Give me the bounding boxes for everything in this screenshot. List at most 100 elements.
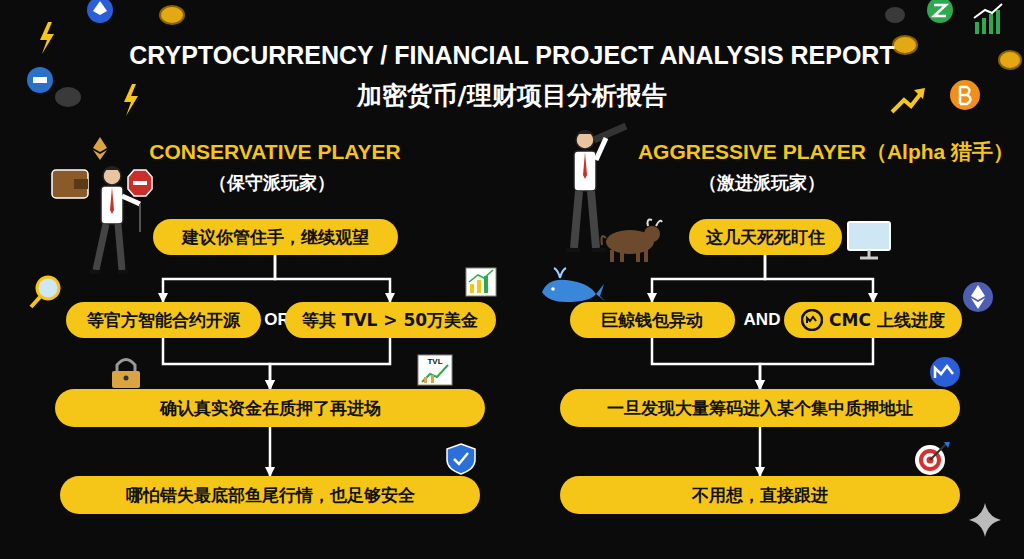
coin-dash — [27, 67, 53, 93]
coin-part — [999, 51, 1021, 69]
coin-btc-part — [960, 86, 971, 104]
target-icon — [915, 442, 950, 475]
trend-arrow-part — [892, 92, 922, 112]
man-with-telescope-part — [574, 191, 596, 248]
process-pill: 不用想，直接跟进 — [560, 476, 960, 514]
coin-eth-part — [93, 1, 107, 15]
node-text: CMC 上线进度 — [829, 309, 945, 332]
magnifier-icon-part — [31, 297, 40, 307]
man-with-telescope-part — [594, 126, 626, 140]
bull-part — [648, 220, 663, 226]
process-pill: 哪怕错失最底部鱼尾行情，也足够安全 — [60, 476, 480, 514]
flow-arrow — [652, 255, 765, 302]
whale-icon — [542, 268, 606, 302]
tvl-chart-icon-part — [422, 365, 448, 382]
sparkle-part — [969, 503, 1001, 537]
man-with-stop-sign-part — [110, 187, 114, 214]
man-with-telescope-part — [583, 152, 587, 179]
man-with-telescope — [566, 126, 626, 250]
tvl-chart-icon-part — [424, 377, 427, 383]
node-text: 巨鲸钱包异动 — [601, 309, 703, 332]
flow-arrow — [759, 427, 762, 476]
coin-eth-part — [87, 0, 113, 23]
column-heading: AGGRESSIVE PLAYER（Alpha 猎手） — [638, 138, 1014, 166]
coin-z — [927, 0, 953, 23]
coin-dash-part — [27, 67, 53, 93]
man-with-stop-sign-part — [122, 196, 140, 204]
man-with-stop-sign-part — [133, 181, 147, 185]
icon-label: TVL — [427, 357, 442, 366]
monitor-icon-part — [848, 222, 890, 250]
wallet-icon-part — [52, 170, 88, 198]
man-with-telescope-part — [576, 131, 594, 149]
chart-up-part — [982, 18, 986, 34]
node-text: 一旦发现大量筹码进入某个集中质押地址 — [607, 397, 913, 420]
tvl-chart-icon — [418, 355, 452, 385]
node-text: 不用想，直接跟进 — [692, 484, 828, 507]
cmc-logo — [801, 309, 823, 331]
coin — [160, 6, 184, 24]
flow-arrow — [765, 255, 873, 302]
coin-dash-part — [33, 77, 47, 83]
coin-part — [160, 6, 184, 24]
target-icon-part — [944, 442, 950, 448]
chart-up-part — [996, 10, 1000, 34]
lightning — [40, 22, 54, 54]
magnifier-icon — [31, 277, 59, 307]
column-subheading: （保守派玩家） — [209, 171, 335, 195]
node-text: 这几天死死盯住 — [706, 226, 825, 249]
process-pill: 这几天死死盯住 — [689, 219, 842, 255]
process-pill: 等官方智能合约开源 — [66, 302, 261, 338]
coin-btc — [950, 80, 980, 110]
chart-up-part — [989, 14, 993, 34]
lightning — [124, 84, 138, 116]
cmc-icon-part — [935, 366, 953, 378]
flow-arrow — [270, 338, 390, 389]
coin — [999, 51, 1021, 69]
man-with-stop-sign-part — [96, 224, 122, 270]
coin — [893, 36, 917, 54]
process-pill: 等其 TVL > 50万美金 — [285, 302, 496, 338]
lightning-part — [40, 22, 54, 54]
wallet-icon — [52, 170, 88, 198]
trend-arrow-part — [914, 88, 925, 99]
sparkle — [969, 503, 1001, 537]
cmc-icon — [930, 357, 960, 387]
cmc-logo-mark — [807, 317, 816, 323]
eth-circle-icon-part — [971, 285, 985, 309]
tvl-chart-icon-part — [431, 375, 434, 383]
whale-icon-part — [551, 287, 555, 291]
target-icon-part — [915, 445, 945, 475]
bull-part — [612, 250, 646, 262]
whale-icon-part — [542, 280, 596, 302]
lightning-part — [124, 84, 138, 116]
lock-icon — [112, 360, 140, 389]
bull-part — [644, 226, 660, 242]
coin-btc-part — [950, 80, 980, 110]
lock-icon-part — [124, 376, 129, 381]
eth-circle-icon — [963, 282, 993, 312]
man-with-stop-sign-part — [103, 167, 121, 185]
coin-dark — [885, 7, 905, 23]
coin-dark-part — [885, 7, 905, 23]
flow-arrow — [275, 255, 390, 302]
man-with-stop-sign — [90, 166, 152, 272]
bull — [602, 220, 663, 262]
cmc-logo-ring — [802, 310, 822, 330]
cmc-icon-part — [930, 357, 960, 387]
shield-icon-part — [454, 453, 468, 464]
man-with-telescope-part — [596, 138, 606, 160]
chart-icon-part — [484, 276, 488, 293]
shield-icon — [447, 444, 475, 474]
monitor-icon-part — [860, 250, 878, 258]
whale-icon-part — [554, 268, 566, 278]
whale-icon-part — [596, 284, 606, 302]
shield-icon-part — [447, 444, 475, 474]
node-text: 哪怕错失最底部鱼尾行情，也足够安全 — [126, 484, 415, 507]
coin-dark-part — [55, 87, 81, 107]
conjunction: AND — [744, 310, 781, 330]
chart-icon-part — [470, 284, 474, 293]
flow-arrow — [163, 338, 270, 389]
flow-arrow — [652, 338, 760, 389]
eth-icon — [93, 137, 107, 160]
